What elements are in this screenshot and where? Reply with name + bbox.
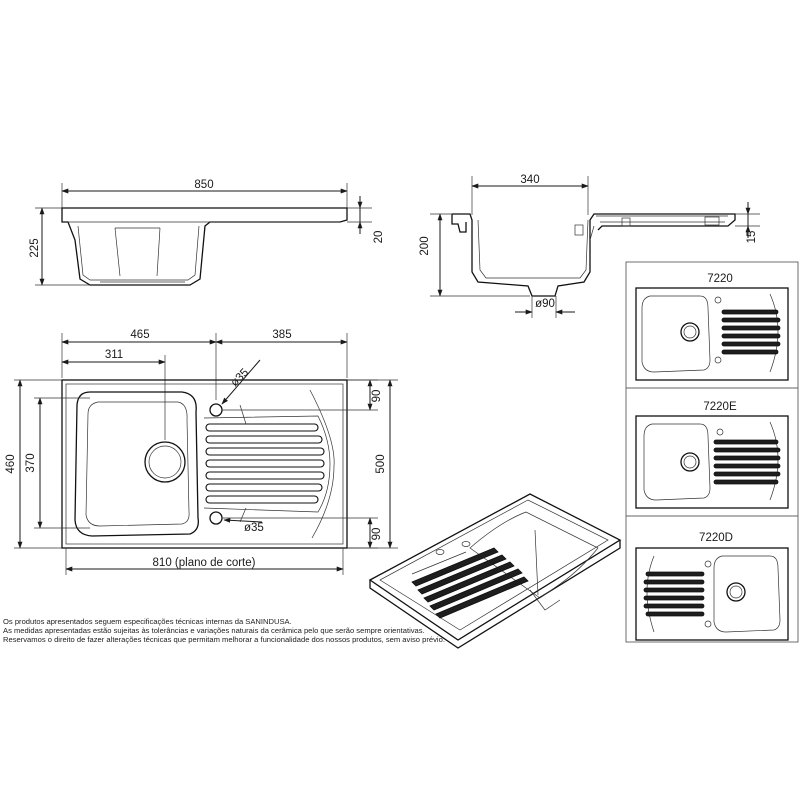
dim-340: 340 [520,174,539,186]
isometric-view [368,493,622,649]
disclaimer-notes: Os produtos apresentados seguem especifi… [3,617,473,644]
variant-7220d: 7220D [635,532,789,641]
dim-460: 460 [5,454,17,473]
note-line-3: Reservamos o direito de fazer alterações… [3,635,445,644]
side-view: 850 225 20 [29,179,385,286]
dim-311: 311 [105,349,123,361]
note-line-2: As medidas apresentadas estão sujeitas à… [3,626,425,636]
drainer-ribs [205,423,325,504]
dim-370: 370 [25,453,37,472]
dim-20: 20 [373,231,385,244]
variant-7220e: 7220E [635,401,789,509]
dim-90-bottom: 90 [371,528,383,541]
tap-hole-top [209,403,223,417]
variants-panel: 7220 7220E [625,261,799,643]
variant-label-7220: 7220 [707,273,733,285]
variant-7220: 7220 [635,273,789,381]
dim-465: 465 [130,329,149,341]
dim-tap-35-top: ø35 [229,367,252,390]
dim-200: 200 [419,236,431,255]
note-line-1: Os produtos apresentados seguem especifi… [3,617,292,626]
dim-225: 225 [29,238,41,257]
dim-810: 810 (plano de corte) [153,557,256,569]
dim-850: 850 [194,179,213,191]
isometric-ribs [411,547,529,619]
dim-385: 385 [272,329,291,341]
plan-view: 465 385 311 ø3 [5,329,398,575]
section-view: 340 200 15 ø90 [419,174,760,318]
variant-label-7220e: 7220E [703,401,737,413]
dim-tap-35-bottom: ø35 [244,522,264,534]
dim-500: 500 [375,454,387,473]
dim-90-top: 90 [371,390,383,403]
tap-hole-bottom [209,511,223,525]
dim-drain-90: ø90 [535,298,555,310]
dim-15: 15 [746,231,758,244]
variant-label-7220d: 7220D [699,532,733,544]
